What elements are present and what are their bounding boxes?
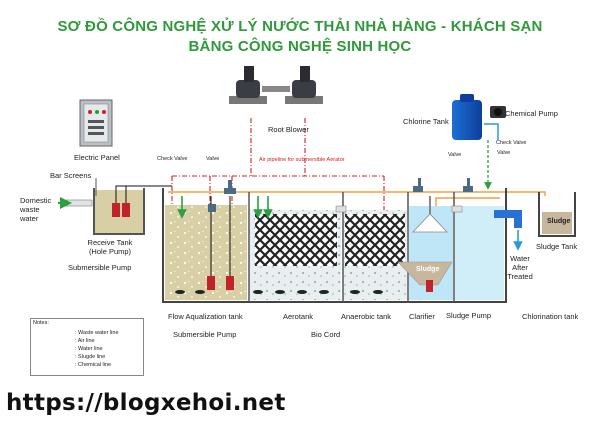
chemical-pump-label: Chemical Pump <box>505 109 558 118</box>
chlorine-tank-icon <box>452 94 506 140</box>
submersible-pump-label: Submersible Pump <box>68 263 132 272</box>
notes-legend: Notes: : Waste water line : Air line : W… <box>30 318 144 376</box>
main-tank <box>162 188 507 303</box>
receive-tank-label: Receive Tank (Hole Pump) <box>87 238 133 256</box>
sludge-tank-label: Sludge Tank <box>536 242 578 251</box>
sludge-box-label: Sludge <box>547 218 571 225</box>
root-blower-label: Root Blower <box>268 125 309 134</box>
flow-aqualization-tank-label: Flow Aqualization tank <box>168 312 243 321</box>
bar-screen-inlet <box>58 178 97 209</box>
clarifier-sludge-label: Sludge <box>416 266 440 273</box>
check-valve-right-label: Check Valve <box>496 140 527 146</box>
check-valve-left-label: Check Valve <box>157 156 188 162</box>
note-label: : Chemical line <box>75 362 112 368</box>
valve-right-2-label: Valve <box>497 150 511 156</box>
water-after-treated-label: Water After Treated <box>507 254 533 281</box>
valve-icon <box>208 178 473 213</box>
chlorination-tank-label: Chlorination tank <box>522 312 579 321</box>
sludge-tank-box <box>538 192 576 237</box>
air-pipeline-label: Air pipeline for submersible Aerator <box>259 157 345 163</box>
valve-right-label: Valve <box>448 152 462 158</box>
aerotank-label: Aerotank <box>283 312 314 321</box>
note-air: : Air line <box>35 338 141 345</box>
valve-left-label: Valve <box>206 156 220 162</box>
note-sludge: : Slugde line <box>35 354 141 361</box>
note-label: : Slugde line <box>75 354 106 360</box>
note-chemical: : Chemical line <box>35 362 141 369</box>
clarifier-label: Clarifier <box>409 312 435 321</box>
watermark-url: https://blogxehoi.net <box>6 390 286 416</box>
receive-tank <box>93 185 172 235</box>
electric-panel-label: Electric Panel <box>74 153 120 162</box>
chlorine-tank-label: Chlorine Tank <box>403 117 449 126</box>
note-label: : Waste water line <box>75 330 119 336</box>
diagram-title-line-1: SƠ ĐỒ CÔNG NGHỆ XỬ LÝ NƯỚC THẢI NHÀ HÀNG… <box>57 18 543 35</box>
bio-cord-label: Bio Cord <box>311 330 341 339</box>
domestic-waste-water-label: Domestic waste water <box>20 196 52 223</box>
root-blower-icon <box>229 66 323 104</box>
note-waste-water: : Waste water line <box>35 330 141 337</box>
submersible-pump-2-label: Submersible Pump <box>173 330 237 339</box>
note-label: : Air line <box>75 338 95 344</box>
notes-title: Notes: <box>33 320 49 326</box>
note-label: : Water line <box>75 346 103 352</box>
note-water: : Water line <box>35 346 141 353</box>
diagram-title-line-2: BẰNG CÔNG NGHỆ SINH HỌC <box>188 38 412 55</box>
electric-panel <box>79 99 113 147</box>
anaerobic-tank-label: Anaerobic tank <box>341 312 392 321</box>
sludge-pump-label: Sludge Pump <box>446 311 492 320</box>
treated-water-outlet <box>494 210 523 251</box>
bar-screens-label: Bar Screens <box>50 171 92 180</box>
